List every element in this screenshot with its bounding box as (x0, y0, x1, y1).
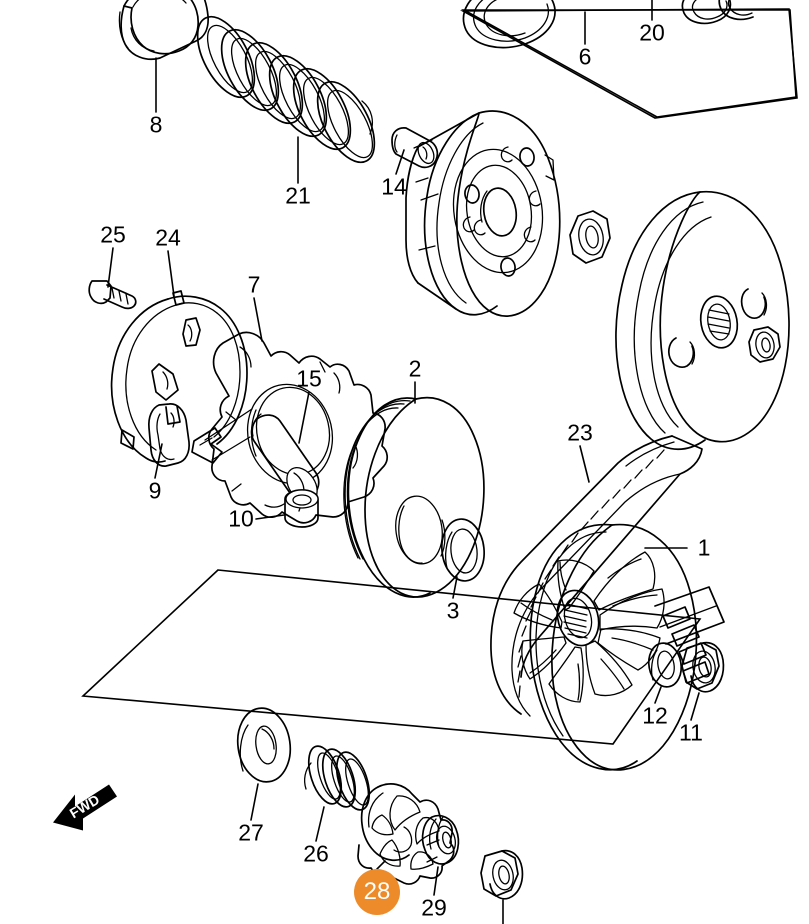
part-28-clutch-carrier-assembly (357, 783, 455, 885)
callout-10[interactable]: 10 (228, 505, 254, 532)
callout-6[interactable]: 6 (578, 43, 592, 70)
part-29-spacer-collar (421, 814, 460, 865)
part-hub-hex-nut (569, 210, 611, 264)
part-clutch-hub-plate (405, 110, 561, 317)
lower-group-outline (81, 569, 702, 745)
callout-8[interactable]: 8 (149, 111, 163, 138)
callout-14[interactable]: 14 (381, 173, 407, 200)
callout-24[interactable]: 24 (155, 224, 181, 251)
callout-7[interactable]: 7 (247, 271, 261, 298)
part-3-washer (441, 518, 485, 582)
leader-lines (107, 0, 700, 924)
callout-26[interactable]: 26 (303, 840, 329, 867)
callout-25[interactable]: 25 (100, 221, 126, 248)
callout-9[interactable]: 9 (148, 477, 162, 504)
part-24-retaining-plate (110, 290, 248, 463)
highlighted-part-badge[interactable]: 28 (354, 869, 400, 915)
part-9-slider-piece (148, 403, 190, 467)
part-27-thrust-washer (236, 707, 292, 783)
fwd-arrow-glyph: FWD (53, 784, 117, 831)
callout-20[interactable]: 20 (639, 19, 665, 46)
callout-15[interactable]: 15 (296, 365, 322, 392)
callout-2[interactable]: 2 (408, 355, 422, 382)
part-6-clutch-shoe-spring (462, 0, 556, 49)
upper-group-outline (459, 8, 798, 119)
callout-12[interactable]: 12 (642, 702, 668, 729)
callout-1[interactable]: 1 (697, 534, 711, 561)
part-2-movable-drive-face (343, 396, 485, 598)
part-20-circlip (681, 0, 754, 25)
callout-3[interactable]: 3 (446, 597, 460, 624)
part-21-compression-spring (196, 15, 376, 164)
part-bottom-lock-nut (480, 849, 524, 900)
callout-29[interactable]: 29 (421, 894, 447, 921)
fwd-arrow: FWD (49, 783, 121, 844)
part-8-spring-seat-collar (118, 0, 209, 61)
part-14-spacer-sleeve (391, 127, 439, 169)
part-clutch-bell (615, 190, 790, 451)
part-1-fixed-drive-face-fan (513, 523, 725, 771)
part-23-drive-belt (490, 435, 703, 717)
callout-27[interactable]: 27 (238, 819, 264, 846)
part-12-washer-small (647, 642, 683, 688)
part-11-hex-nut (681, 641, 725, 693)
highlighted-part-number: 28 (363, 878, 391, 905)
callout-21[interactable]: 21 (285, 182, 311, 209)
callout-11[interactable]: 11 (679, 719, 703, 746)
part-25-flange-bolt (88, 280, 137, 310)
part-10-collar-spacer (284, 489, 319, 528)
callout-23[interactable]: 23 (567, 419, 593, 446)
